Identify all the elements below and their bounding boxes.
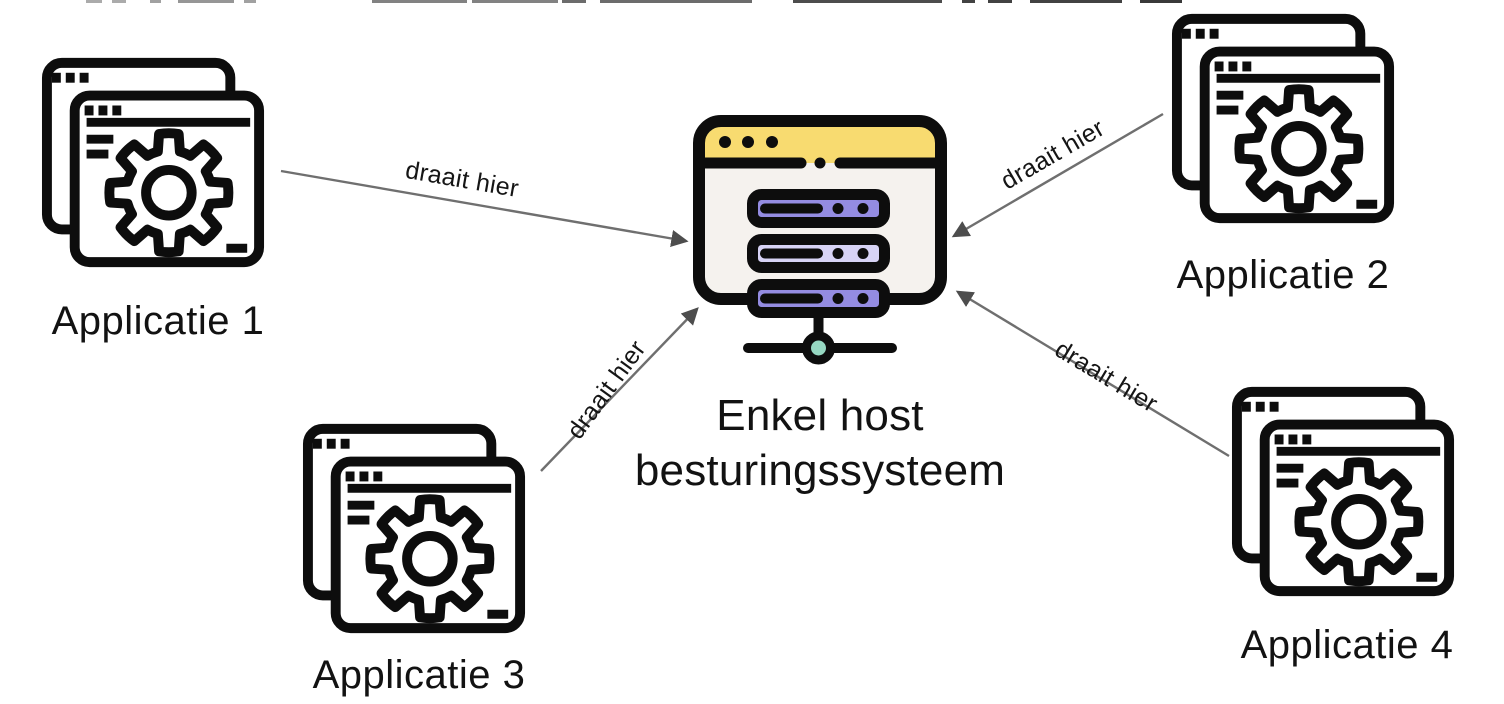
app4-windows-gear-icon [1230, 383, 1458, 599]
server-browser-window-icon [670, 105, 960, 370]
host-label-line2: besturingssysteem [634, 446, 1006, 495]
app2-label: Applicatie 2 [1176, 253, 1390, 297]
app3-label: Applicatie 3 [312, 653, 526, 697]
app1-windows-gear-icon [40, 54, 268, 270]
app3-windows-gear-icon [301, 420, 529, 636]
app4-label: Applicatie 4 [1240, 623, 1454, 667]
host-label-line1: Enkel host [716, 391, 924, 440]
host-label: Enkel host besturingssysteem [540, 388, 1100, 498]
app1-label: Applicatie 1 [51, 299, 265, 343]
cropped-text-artifact [0, 0, 1504, 5]
edge-label-app2: draait hier [996, 113, 1110, 196]
titlebar-dots-icon [719, 136, 778, 148]
edge-label-app1: draait hier [403, 155, 521, 204]
titlebar [699, 121, 941, 163]
app2-windows-gear-icon [1170, 10, 1398, 226]
network-node-icon [802, 331, 835, 365]
arrow-app2-to-host [951, 112, 1164, 238]
